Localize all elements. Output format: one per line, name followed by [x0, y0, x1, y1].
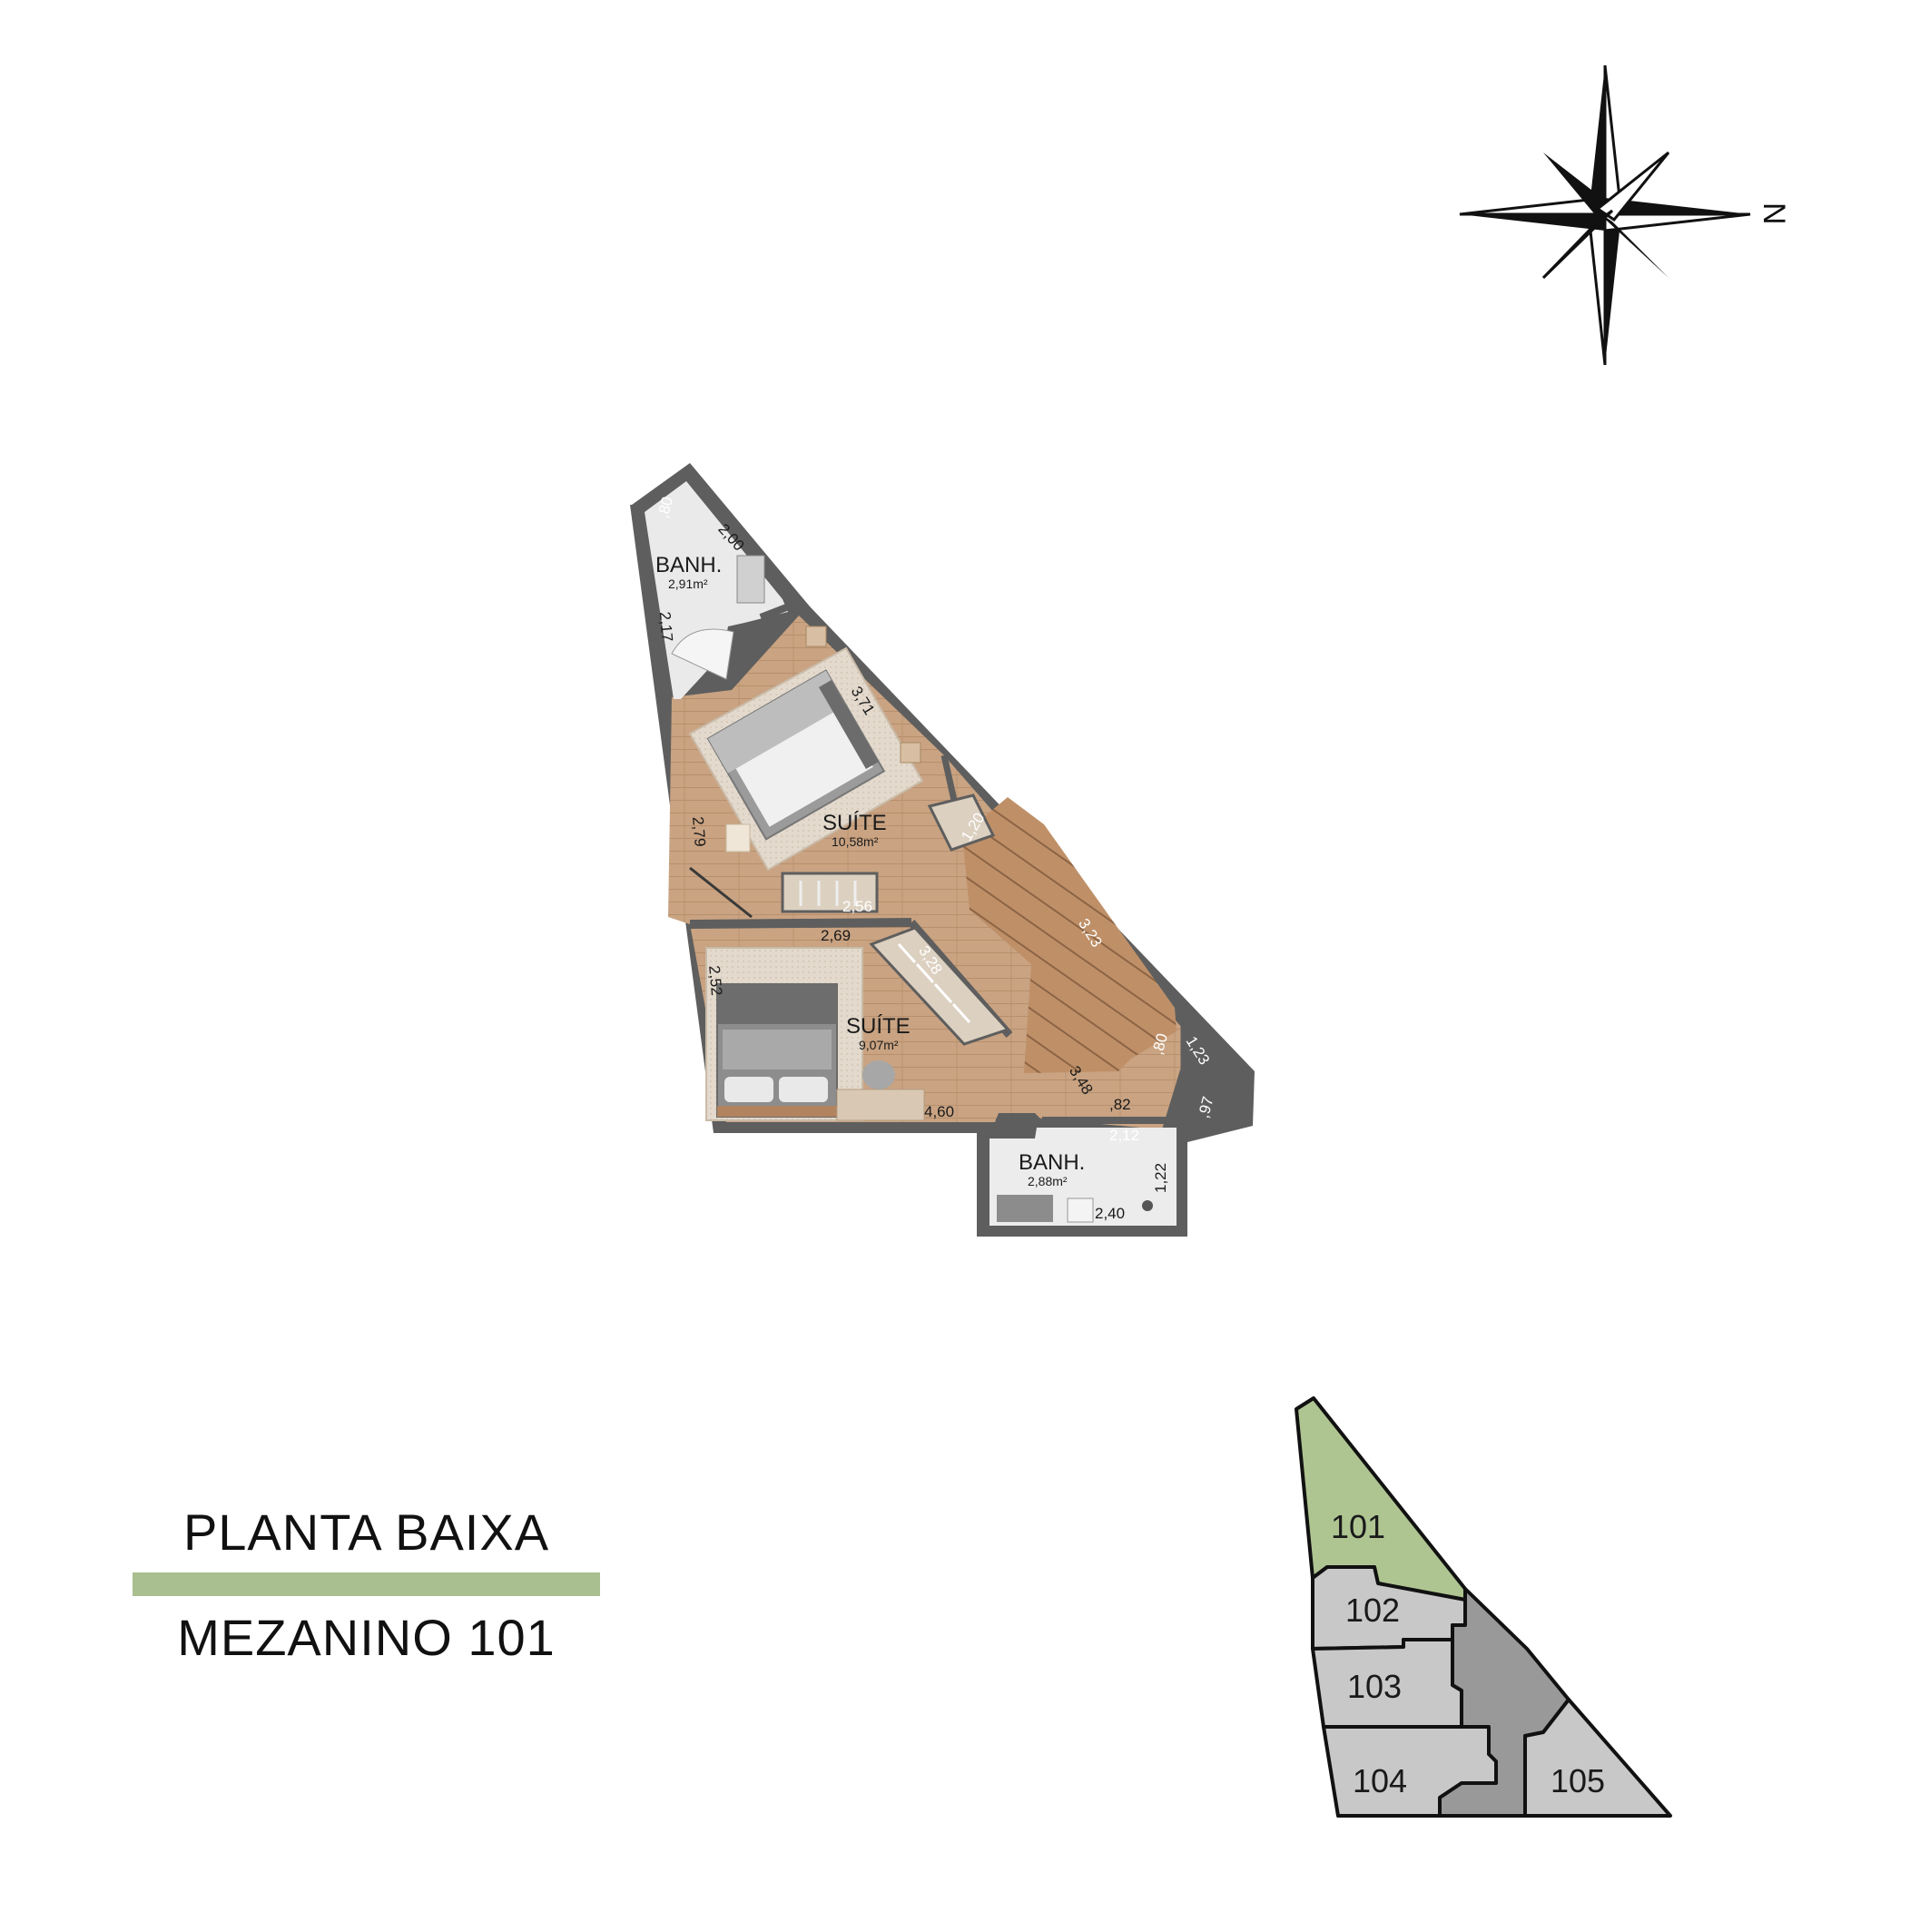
bath-bottom-area: 2,88m²	[1028, 1174, 1068, 1188]
title-accent-bar	[133, 1572, 600, 1596]
key-unit-label-104: 104	[1353, 1762, 1407, 1799]
bath-top-bathtub	[671, 628, 734, 680]
door-upper-suite	[689, 866, 753, 919]
suite-lower-area: 9,07m²	[859, 1038, 899, 1052]
bath-bottom-toilet	[1067, 1198, 1094, 1223]
lower-bench	[836, 1089, 925, 1121]
bath-top-wall	[759, 601, 795, 621]
key-unit-label-105: 105	[1551, 1762, 1605, 1799]
title-line-1: PLANTA BAIXA	[182, 1503, 550, 1561]
upper-nightstand-1	[805, 626, 827, 647]
suite-lower-name: SUÍTE	[846, 1014, 911, 1039]
bath-top-vanity	[736, 555, 765, 604]
upper-wardrobe-hangers	[799, 881, 857, 906]
dim-label: 2,12	[1109, 1127, 1139, 1144]
dim-label: 2,17	[656, 611, 676, 643]
dim-label: 2,56	[842, 898, 872, 915]
key-plan-labels: 101 102 103 104 105	[1331, 1508, 1605, 1799]
dim-label: 1,22	[1152, 1163, 1169, 1193]
dim-label: 2,52	[705, 965, 725, 997]
dim-label: 2,40	[1095, 1205, 1125, 1222]
small-closet	[927, 794, 996, 852]
key-unit-105[interactable]	[1523, 1698, 1672, 1818]
lower-wardrobe-hangers	[897, 942, 971, 1024]
suite-upper-area: 10,58m²	[832, 834, 879, 849]
key-plan	[1295, 1396, 1672, 1818]
suite-upper-name: SUÍTE	[822, 811, 887, 835]
compass-rose-icon: N	[1459, 64, 1791, 366]
key-unit-label-102: 102	[1345, 1592, 1400, 1629]
bath-top-area: 2,91m²	[668, 577, 708, 591]
dim-label: ,82	[1109, 1096, 1131, 1113]
upper-nightstand-2	[900, 742, 921, 764]
key-unit-label-103: 103	[1347, 1668, 1402, 1705]
title-line-2: MEZANINO 101	[177, 1609, 556, 1666]
wall-between-suites	[689, 918, 912, 929]
compass-north-label: N	[1757, 202, 1791, 225]
bath-top-name: BANH.	[655, 553, 722, 577]
upper-wardrobe	[781, 872, 879, 913]
title-block: PLANTA BAIXA MEZANINO 101	[133, 1507, 600, 1663]
lower-bed	[716, 983, 838, 1118]
lower-wardrobe	[869, 926, 1010, 1046]
mezzanine-plan	[630, 463, 1255, 1237]
staircase	[962, 797, 1177, 1073]
upper-desk	[725, 823, 751, 853]
dim-label: 4,60	[924, 1103, 954, 1120]
bath-bottom-vanity	[997, 1195, 1053, 1222]
bath-bottom-name: BANH.	[1019, 1150, 1085, 1175]
dim-label: 2,69	[821, 927, 851, 944]
lower-chair	[862, 1060, 895, 1089]
bath-bottom-shower	[1142, 1200, 1153, 1211]
key-unit-label-101: 101	[1331, 1508, 1385, 1545]
dim-label: 2,79	[689, 816, 709, 848]
upper-bed	[706, 669, 886, 841]
